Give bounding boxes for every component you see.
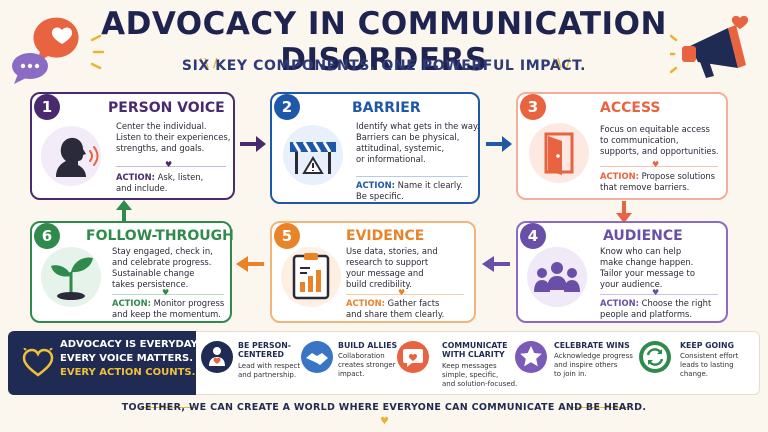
arrow-left-icon <box>482 256 510 272</box>
card-title: ACCESS <box>600 100 661 116</box>
card-action: ACTION: Gather facts and share them clea… <box>346 298 445 319</box>
heart-icon: ♥ <box>380 416 389 427</box>
card-title: PERSON VOICE <box>108 100 225 116</box>
arrow-right-icon <box>240 136 266 152</box>
card-action: ACTION: Monitor progress and keep the mo… <box>112 298 225 319</box>
footer-message: TOGETHER, WE CAN CREATE A WORLD WHERE EV… <box>121 402 647 413</box>
card-title: FOLLOW-THROUGH <box>86 228 234 244</box>
card-action: ACTION: Name it clearly. Be specific. <box>356 180 463 201</box>
card-description: Center the individual.Listen to their ex… <box>116 121 231 153</box>
tip-title: BE PERSON-CENTERED <box>238 341 292 359</box>
audience-group-icon <box>527 247 587 307</box>
open-door-icon <box>529 123 589 183</box>
card-action: ACTION: Ask, listen, and include. <box>116 172 204 193</box>
heart-icon: ♥ <box>398 288 406 297</box>
heart-icon: ♥ <box>165 160 173 169</box>
arrow-right-icon <box>486 136 512 152</box>
speech-bubbles-icon <box>12 17 104 84</box>
heart-outline-icon <box>22 348 54 377</box>
card-title: BARRIER <box>352 100 421 116</box>
page-title: ADVOCACY IN COMMUNICATION DISORDERS <box>101 6 667 78</box>
step-number: 3 <box>520 94 546 120</box>
step-number: 5 <box>274 223 300 249</box>
step-number: 2 <box>274 94 300 120</box>
tip-title: CELEBRATE WINS <box>554 341 630 350</box>
arrow-left-icon <box>236 256 264 272</box>
sparkle-icon: \\ / <box>553 56 571 70</box>
step-number: 4 <box>520 223 546 249</box>
tip-title: KEEP GOING <box>680 341 734 350</box>
roadblock-icon <box>283 125 343 185</box>
card-description: Identify what gets in the way.Barriers c… <box>356 121 480 164</box>
speaking-person-icon <box>41 126 101 186</box>
step-number: 6 <box>34 223 60 249</box>
star-icon <box>515 341 547 373</box>
page-subtitle: SIX KEY COMPONENTS. ONE POWERFUL IMPACT. <box>181 58 587 74</box>
arrow-up-icon <box>116 200 132 222</box>
heart-icon: ♥ <box>652 288 660 297</box>
person-heart-icon <box>201 341 233 373</box>
seedling-icon <box>41 247 101 307</box>
heart-icon: ♥ <box>162 288 170 297</box>
handshake-icon <box>301 341 333 373</box>
card-title: EVIDENCE <box>346 228 425 244</box>
card-action: ACTION: Choose the right people and plat… <box>600 298 712 319</box>
arrow-down-icon <box>616 201 632 223</box>
card-action: ACTION: Propose solutions that remove ba… <box>600 171 716 192</box>
chat-heart-icon <box>397 341 429 373</box>
card-title: AUDIENCE <box>603 228 683 244</box>
banner-text: ADVOCACY IS EVERYDAY. EVERY VOICE MATTER… <box>60 339 200 378</box>
banner-box <box>8 331 196 395</box>
clipboard-chart-icon <box>281 247 341 307</box>
tip-title: BUILD ALLIES <box>338 341 398 350</box>
sparkle-icon: \\ / <box>200 56 218 70</box>
heart-icon: ♥ <box>652 160 660 169</box>
card-description: Stay engaged, check in,and celebrate pro… <box>112 246 213 289</box>
megaphone-icon <box>670 15 749 78</box>
step-number: 1 <box>34 94 60 120</box>
cycle-arrows-icon <box>639 341 671 373</box>
